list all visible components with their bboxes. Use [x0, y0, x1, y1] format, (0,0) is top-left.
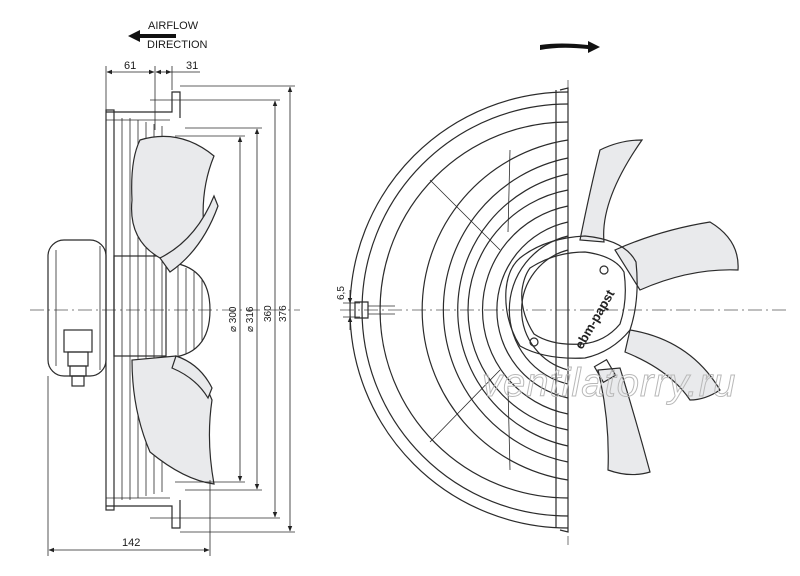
impeller-blades [579, 139, 739, 476]
left-arrow-icon [128, 30, 176, 42]
front-view: 6,5 ebm-papst [336, 41, 790, 545]
dim-6-5: 6,5 [336, 286, 347, 300]
airflow-label-line2: DIRECTION [147, 39, 208, 51]
cable-gland [69, 365, 87, 377]
screw-icon [599, 265, 609, 275]
terminal-box [63, 329, 93, 353]
rotor-hub [113, 255, 167, 357]
motor-housing [47, 239, 107, 377]
right-arrow-icon [540, 41, 600, 53]
screw-icon [529, 337, 539, 347]
guard-spokes [429, 149, 511, 471]
airflow-indicator: AIRFLOW DIRECTION [128, 20, 208, 51]
dim-376: 376 [278, 305, 289, 322]
dim-dia-316: ⌀ 316 [245, 306, 256, 332]
airflow-label-line1: AIRFLOW [148, 20, 199, 32]
watermark: ventilatorry.ru [482, 361, 736, 405]
dim-dia-300: ⌀ 300 [228, 306, 239, 332]
dim-31: 31 [186, 60, 198, 72]
side-view: AIRFLOW DIRECTION [30, 20, 300, 556]
cable-gland-front [593, 358, 617, 384]
dim-360: 360 [263, 305, 274, 322]
dim-61: 61 [124, 60, 136, 72]
dim-142: 142 [122, 537, 140, 549]
